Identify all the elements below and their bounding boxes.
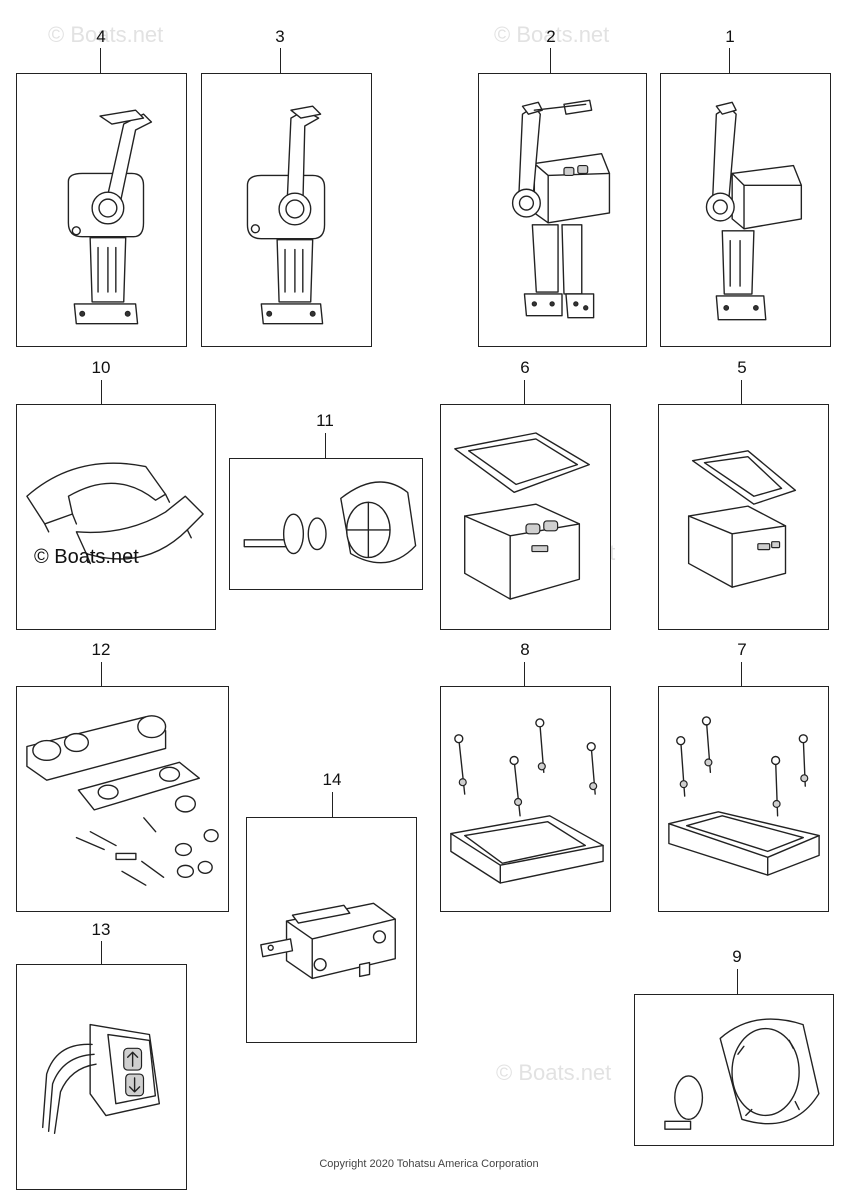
top-cover-and-bezel-dual-icon — [454, 432, 590, 600]
panel-part-3[interactable] — [201, 73, 372, 347]
knob-and-ring-icon — [664, 1018, 820, 1130]
panel-part-1[interactable] — [660, 73, 831, 347]
panel-part-9[interactable] — [634, 994, 834, 1146]
leader-5 — [741, 380, 742, 404]
leader-1 — [729, 48, 730, 73]
leader-4 — [100, 48, 101, 73]
copyright-text: Copyright 2020 Tohatsu America Corporati… — [319, 1158, 539, 1170]
callout-11: 11 — [316, 411, 334, 430]
panel-part-7[interactable] — [658, 686, 829, 912]
callout-4: 4 — [96, 27, 106, 46]
base-gasket-with-studs-dual-icon — [450, 718, 604, 884]
panel-part-4[interactable] — [16, 73, 187, 347]
callout-2: 2 — [546, 27, 556, 46]
leader-12 — [101, 662, 102, 686]
trim-switch-knob-set-icon — [243, 481, 417, 564]
top-cover-and-bezel-single-icon — [687, 450, 797, 588]
panel-part-10[interactable] — [16, 404, 216, 630]
callout-3: 3 — [275, 27, 285, 46]
gasket-cover-plate-icon — [26, 462, 204, 565]
panel-part-12[interactable] — [16, 686, 229, 912]
remote-control-dual-lever-top-mount-icon — [511, 99, 611, 319]
callout-9: 9 — [732, 947, 742, 966]
panel-part-5[interactable] — [658, 404, 829, 630]
callout-8: 8 — [520, 640, 530, 659]
leader-6 — [524, 380, 525, 404]
callout-12: 12 — [91, 640, 111, 659]
leader-9 — [737, 969, 738, 994]
base-gasket-with-studs-single-icon — [668, 716, 820, 876]
leader-11 — [325, 433, 326, 458]
bracket-and-hardware-kit-icon — [26, 715, 219, 886]
callout-10: 10 — [91, 358, 111, 377]
leader-10 — [101, 380, 102, 404]
callout-14: 14 — [322, 770, 342, 789]
panel-part-11[interactable] — [229, 458, 423, 590]
panel-part-2[interactable] — [478, 73, 647, 347]
trim-tilt-switch-with-wires-icon — [42, 1023, 161, 1135]
leader-3 — [280, 48, 281, 73]
panel-part-13[interactable] — [16, 964, 187, 1190]
leader-2 — [550, 48, 551, 73]
remote-control-single-lever-compact-icon — [246, 105, 326, 325]
callout-7: 7 — [737, 640, 747, 659]
panel-part-6[interactable] — [440, 404, 611, 630]
callout-13: 13 — [91, 920, 111, 939]
remote-control-single-lever-top-mount-icon — [705, 101, 803, 321]
callout-6: 6 — [520, 358, 530, 377]
watermark-bottom-right: © Boats.net — [496, 1060, 612, 1085]
callout-1: 1 — [725, 27, 735, 46]
leader-8 — [524, 662, 525, 686]
leader-13 — [101, 941, 102, 964]
leader-7 — [741, 662, 742, 686]
micro-switch-icon — [260, 902, 396, 980]
callout-5: 5 — [737, 358, 747, 377]
leader-14 — [332, 792, 333, 817]
remote-control-single-lever-side-mount-icon — [67, 109, 153, 325]
panel-part-8[interactable] — [440, 686, 611, 912]
panel-part-14[interactable] — [246, 817, 417, 1043]
